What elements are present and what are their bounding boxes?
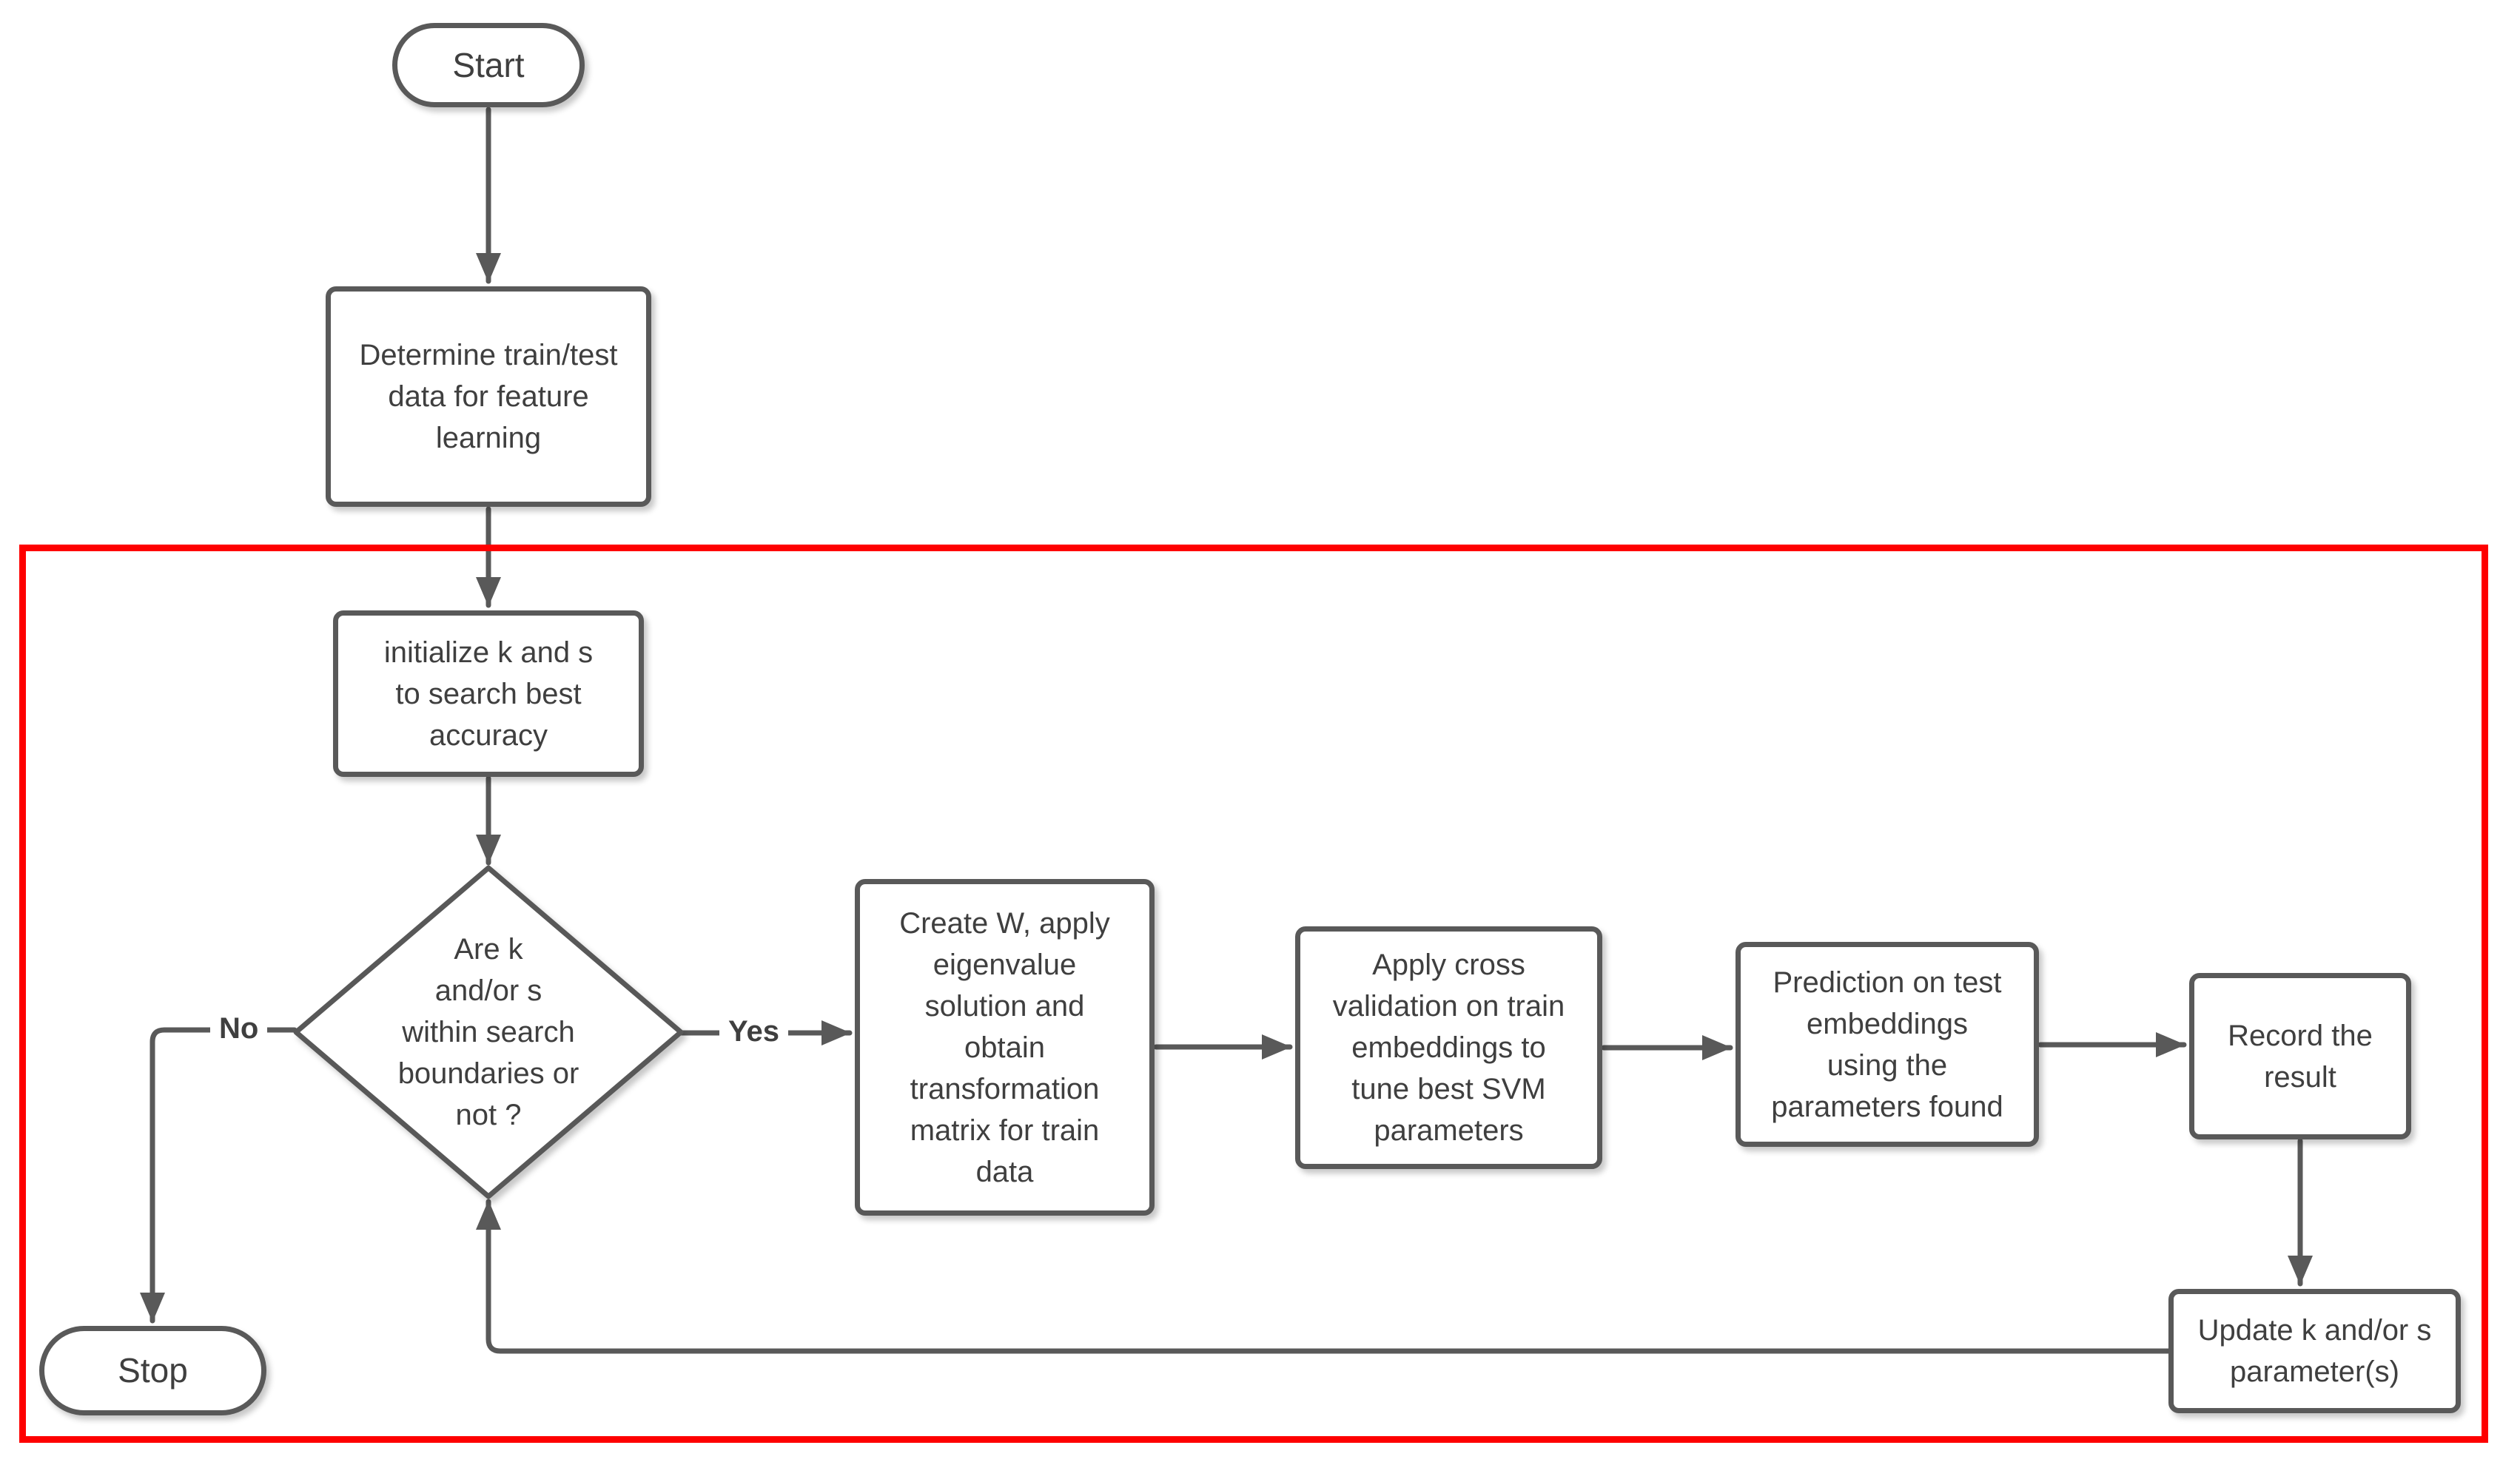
record-result-label: Record the result: [2228, 1019, 2373, 1094]
stop-label: Stop: [118, 1351, 188, 1390]
prediction-node: Prediction on test embeddings using the …: [1736, 942, 2039, 1147]
determine-data-node: Determine train/test data for feature le…: [326, 286, 651, 507]
cross-validation-node: Apply cross validation on train embeddin…: [1295, 926, 1602, 1169]
edge-label-yes: Yes: [719, 1014, 788, 1049]
prediction-label: Prediction on test embeddings using the …: [1771, 966, 2003, 1123]
update-params-label: Update k and/or s parameter(s): [2197, 1314, 2432, 1388]
determine-data-label: Determine train/test data for feature le…: [359, 339, 618, 454]
start-label: Start: [452, 45, 525, 84]
create-transformation-node: Create W, apply eigenvalue solution and …: [855, 879, 1155, 1216]
decision-diamond-shape: [293, 865, 684, 1199]
stop-node: Stop: [39, 1326, 266, 1415]
decision-label: Are k and/or s within search boundaries …: [397, 933, 579, 1131]
record-result-node: Record the result: [2189, 973, 2411, 1139]
initialize-params-node: initialize k and s to search best accura…: [333, 610, 644, 777]
initialize-params-label: initialize k and s to search best accura…: [383, 636, 594, 752]
start-node: Start: [392, 23, 585, 107]
create-transformation-label: Create W, apply eigenvalue solution and …: [899, 906, 1110, 1188]
edge-update-return-to-decision: [476, 1199, 2171, 1354]
cross-validation-label: Apply cross validation on train embeddin…: [1332, 949, 1565, 1147]
update-params-node: Update k and/or s parameter(s): [2168, 1289, 2461, 1413]
edge-label-no: No: [210, 1011, 268, 1046]
edge-decision-no-to-stop: [140, 1027, 298, 1324]
decision-node: Are k and/or s within search boundaries …: [340, 910, 636, 1154]
